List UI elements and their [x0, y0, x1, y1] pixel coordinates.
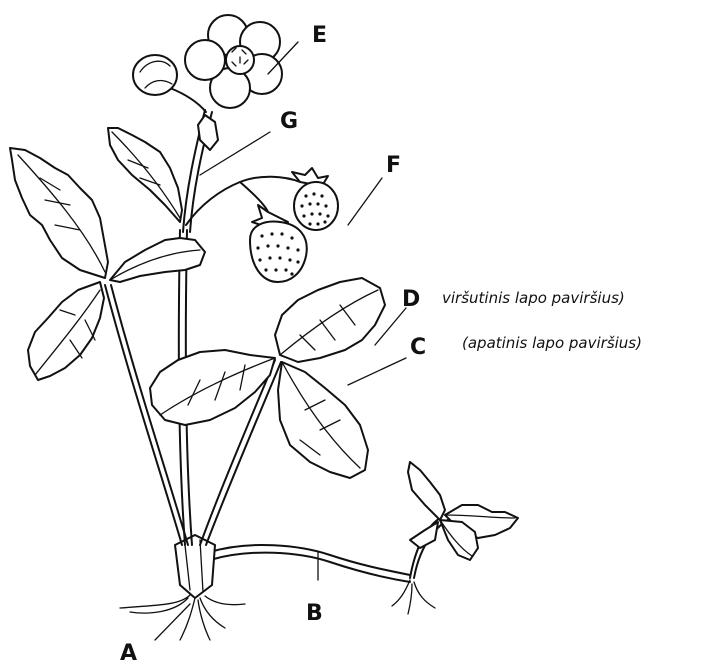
- label-G: G: [280, 109, 298, 134]
- label-D: D: [402, 287, 420, 312]
- roots: [120, 580, 435, 640]
- label-F: F: [386, 153, 401, 178]
- daughter-plant: [408, 462, 518, 578]
- note-upper-leaf-surface: viršutinis lapo paviršius): [442, 289, 625, 307]
- upper-stem-leaf: [108, 128, 182, 222]
- runner-stolon: [210, 545, 410, 582]
- flower: [185, 15, 282, 108]
- label-C: C: [410, 335, 426, 360]
- note-lower-leaf-surface: (apatinis lapo paviršius): [462, 334, 642, 352]
- label-E: E: [312, 23, 327, 48]
- label-A: A: [120, 641, 137, 666]
- label-B: B: [306, 601, 323, 626]
- strawberries: [250, 168, 338, 282]
